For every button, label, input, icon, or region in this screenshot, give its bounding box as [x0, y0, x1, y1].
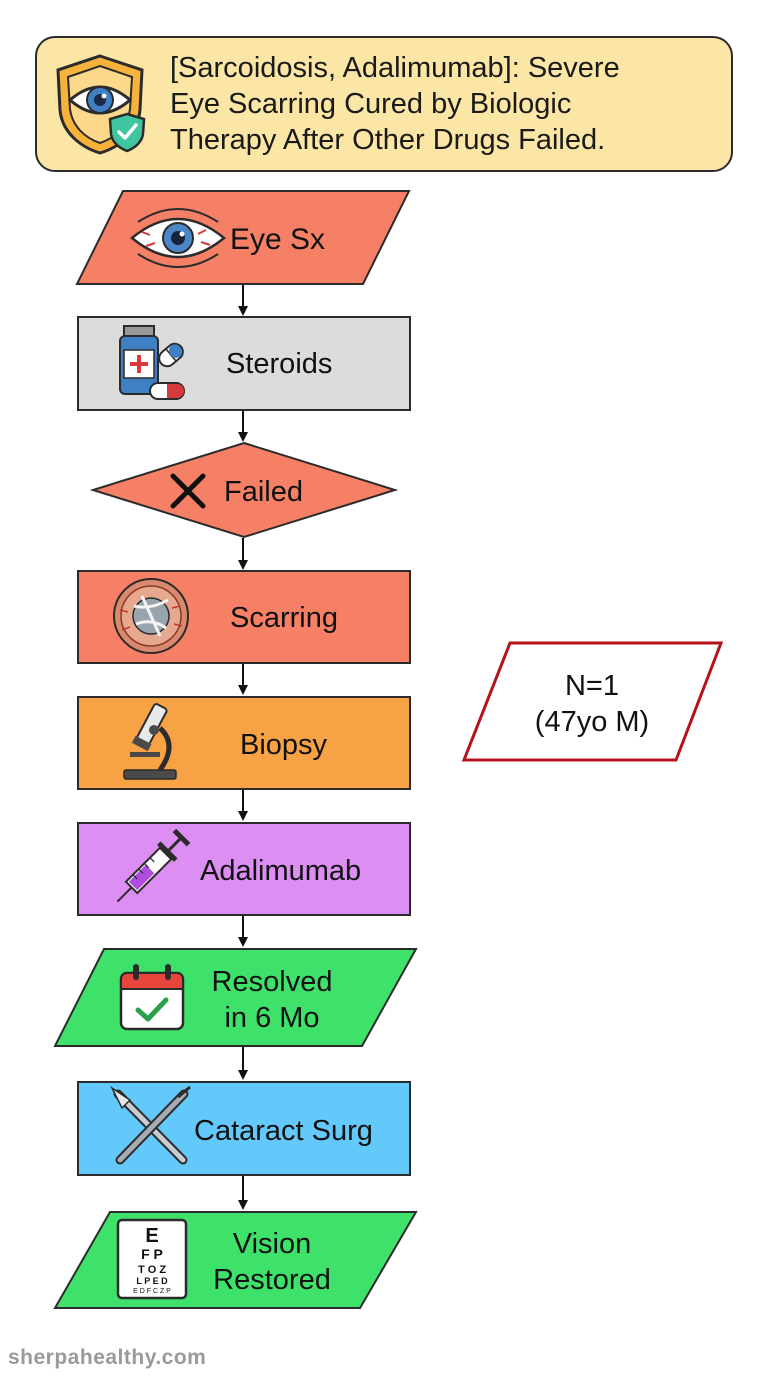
medicine-bottle-pills-icon [119, 325, 185, 400]
node-vision-restored: E F P T O Z L P E D E D F C Z P Vision R… [53, 1211, 418, 1309]
side-note: N=1 (47yo M) [461, 641, 724, 762]
red-eye-icon [130, 208, 226, 268]
cross-mark-icon [170, 473, 206, 509]
node-steroids: Steroids [77, 316, 411, 411]
node-label: Cataract Surg [194, 1115, 373, 1147]
node-label: Biopsy [240, 729, 328, 761]
scarred-eye-icon [113, 578, 189, 654]
node-adalimumab: Adalimumab [77, 822, 411, 916]
node-label: Scarring [230, 602, 338, 634]
node-resolved: Resolved in 6 Mo [53, 948, 418, 1047]
shield-eye-icon [56, 54, 146, 155]
node-scarring: Scarring [77, 570, 411, 664]
eye-chart-row: T O Z [138, 1264, 166, 1276]
node-label: Adalimumab [200, 855, 361, 887]
eye-chart-row: E [145, 1225, 158, 1247]
node-biopsy: Biopsy [77, 696, 411, 790]
scalpel-forceps-icon [110, 1085, 191, 1165]
title-box [35, 36, 733, 172]
node-label: Resolved [212, 966, 333, 998]
node-label: Vision [233, 1228, 311, 1260]
eye-chart-row: E D F C Z P [133, 1288, 171, 1295]
eye-chart-row: L P E D [136, 1276, 168, 1286]
node-cataract-surg: Cataract Surg [77, 1081, 411, 1176]
eye-chart-row: F P [141, 1246, 163, 1262]
node-label: Failed [224, 476, 303, 508]
node-eye-sx: Eye Sx [75, 190, 411, 285]
side-note-line: (47yo M) [535, 706, 649, 738]
diagram-title: [Sarcoidosis, Adalimumab]: Severe Eye Sc… [170, 52, 620, 156]
eye-chart-icon: E F P T O Z L P E D E D F C Z P [116, 1218, 188, 1300]
microscope-icon [123, 703, 177, 780]
node-failed: Failed [89, 441, 399, 539]
node-label: in 6 Mo [224, 1002, 319, 1034]
side-note-line: N=1 [565, 670, 619, 702]
calendar-check-icon [119, 964, 185, 1031]
syringe-icon [116, 828, 191, 903]
node-label: Eye Sx [230, 223, 325, 256]
footer-watermark: sherpahealthy.com [8, 1346, 207, 1369]
node-label: Steroids [226, 348, 332, 380]
node-label: Restored [213, 1264, 331, 1296]
